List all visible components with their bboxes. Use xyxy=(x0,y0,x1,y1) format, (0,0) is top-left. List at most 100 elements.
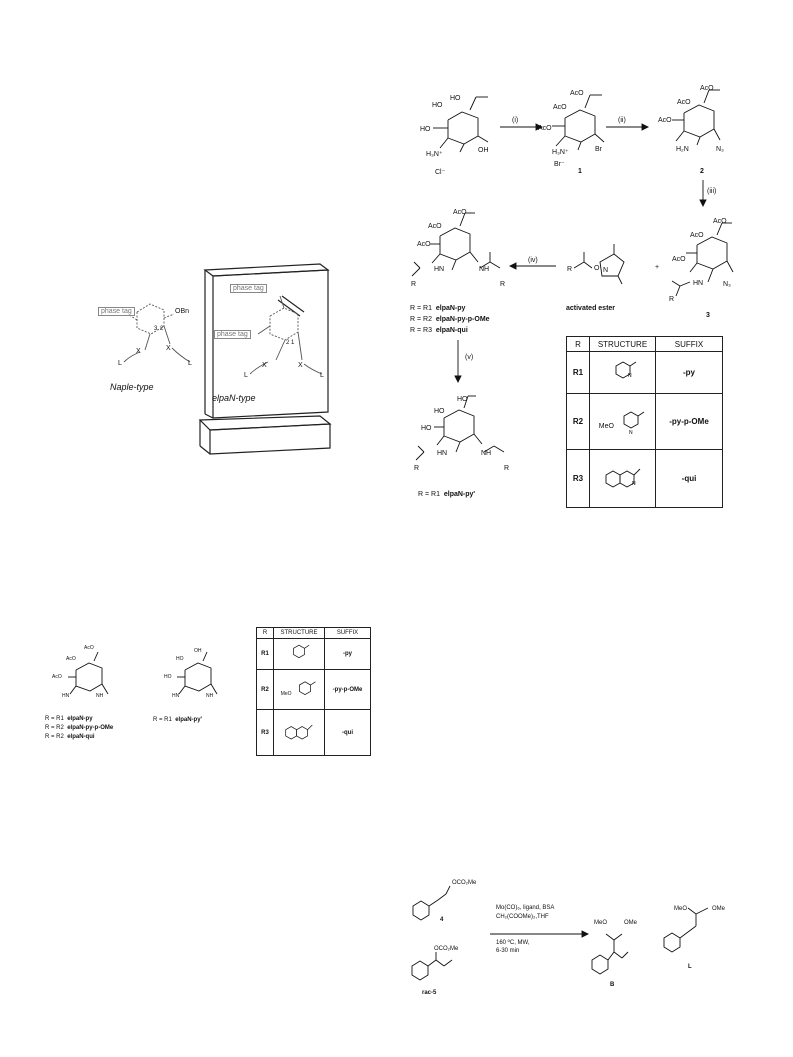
label-ho-5a: HO xyxy=(457,396,468,403)
bis-amide-ring xyxy=(411,212,501,277)
small-product-prefix: R = R1 xyxy=(153,717,172,723)
label-pos-3: 3 xyxy=(154,326,158,332)
label-l2: L xyxy=(188,360,192,367)
label-r-5a: R xyxy=(414,465,420,472)
label-l4: L xyxy=(320,372,324,379)
row-r3-structure: N xyxy=(589,449,656,508)
small-row-r2-meo: MeO xyxy=(280,690,292,697)
row-r2-suffix: -py-p-OMe xyxy=(655,393,723,450)
label-nh-4: NH xyxy=(479,266,490,273)
header-suffix: SUFFIX xyxy=(655,336,723,352)
quinoline-icon: N xyxy=(605,468,640,488)
r-line-2-name: elpaN-py-p-OMe xyxy=(435,316,490,323)
label-aco-3b: AcO xyxy=(690,232,704,239)
step-label-iii: (iii) xyxy=(707,188,717,195)
small-r-line-1-prefix: R = R1 xyxy=(45,716,64,722)
small-label-nh: NH xyxy=(96,693,104,699)
small-row-r3-label: R3 xyxy=(256,709,274,756)
label-pos-1: 1 xyxy=(291,340,295,346)
label-aco-3c: AcO xyxy=(672,256,686,263)
product-l-structure xyxy=(663,907,709,953)
table-row: R2 MeO N -py-p-OMe xyxy=(566,393,723,450)
row-r2-label: R2 xyxy=(566,393,590,450)
pyridine-icon: N xyxy=(615,360,636,379)
step-label-ii: (ii) xyxy=(618,117,626,124)
label-x2: X xyxy=(166,345,171,352)
compound-4-structure xyxy=(412,885,451,921)
r-line-3-prefix: R = R3 xyxy=(410,327,432,334)
naple-arms xyxy=(123,325,191,363)
label-r-3: R xyxy=(669,296,675,303)
pyridine-icon xyxy=(293,644,310,659)
counter-ion-cl: Cl⁻ xyxy=(435,169,446,176)
step-label-iv: (iv) xyxy=(528,257,538,264)
quinoline-icon xyxy=(285,724,313,739)
label-nh-5: NH xyxy=(481,450,492,457)
label-ho-top: HO xyxy=(450,95,461,102)
label-h3n-1: H₃N⁺ xyxy=(552,149,569,156)
compound-3-ring xyxy=(671,222,734,297)
label-aco-4a: AcO xyxy=(453,209,467,216)
small-r-line-3-prefix: R = R2 xyxy=(45,734,64,740)
label-oh: OH xyxy=(478,147,489,154)
label-aco-2c: AcO xyxy=(658,117,672,124)
label-aco-3a: AcO xyxy=(713,218,727,225)
naple-type-label: Naple-type xyxy=(110,382,154,392)
label-hn-5: HN xyxy=(437,450,448,457)
small-r-line-1-name: elpaN-py xyxy=(67,716,93,722)
small-row-r2-suffix: -py-p-OMe xyxy=(324,669,371,710)
small-row-r1-suffix: -py xyxy=(324,638,371,670)
conditions-line-1: Mo(CO)₆, ligand, BSA xyxy=(496,905,555,911)
conditions-line-2: CH₂(COOMe)₂,THF xyxy=(496,914,549,920)
r-line-1-prefix: R = R1 xyxy=(410,305,432,312)
label-h3n: H₃N⁺ xyxy=(426,151,443,158)
small-bis-amide-ring xyxy=(68,651,109,695)
label-aco-4b: AcO xyxy=(428,223,442,230)
header-structure: STRUCTURE xyxy=(589,336,656,352)
label-x3: X xyxy=(262,362,267,369)
small-label-aco-b: AcO xyxy=(66,656,76,662)
table-row: R3 N -qui xyxy=(566,449,723,508)
small-row-r2-label: R2 xyxy=(256,669,274,710)
label-br: Br xyxy=(595,146,602,153)
svg-text:N: N xyxy=(628,373,632,379)
small-r-line-2-prefix: R = R2 xyxy=(45,725,64,731)
product-name: elpaN-py' xyxy=(443,491,476,498)
label-ho-left: HO xyxy=(420,126,431,133)
compound-2-label: 2 xyxy=(700,168,704,175)
label-r-5b: R xyxy=(504,465,510,472)
rac5-label: rac-5 xyxy=(422,990,437,996)
label-n3-3: N₃ xyxy=(723,281,731,288)
label-ho-5b: HO xyxy=(434,408,445,415)
small-row-r3-structure xyxy=(273,709,325,756)
small-row-r2-structure: MeO xyxy=(273,669,325,710)
methoxypyridine-icon xyxy=(299,680,316,695)
r-line-2: R = R2 elpaN-py-p-OMe xyxy=(410,316,490,323)
row-r1-label: R1 xyxy=(566,351,590,394)
conditions-line-4: 6-30 min xyxy=(496,948,520,954)
small-label-hn-2: HN xyxy=(172,693,180,699)
small-label-aco-c: AcO xyxy=(52,674,62,680)
small-r-line-1: R = R1 elpaN-py xyxy=(45,716,93,722)
label-h2n: H₂N xyxy=(676,146,689,153)
small-label-oh-a: OH xyxy=(194,648,202,654)
label-aco-2b: AcO xyxy=(677,99,691,106)
activated-ester-structure xyxy=(573,244,625,285)
glucosamine-ring xyxy=(433,96,489,153)
svg-text:N: N xyxy=(629,430,633,436)
rac5-structure xyxy=(411,952,453,981)
label-hn-3: HN xyxy=(693,280,704,287)
table-row: R2 MeO -py-p-OMe xyxy=(256,669,371,710)
label-ho-5c: HO xyxy=(421,425,432,432)
rac5-group: OCO₂Me xyxy=(434,946,459,952)
label-n-ester: N xyxy=(603,267,609,274)
small-product-name: elpaN-py' xyxy=(175,717,202,723)
r-line-2-prefix: R = R2 xyxy=(410,316,432,323)
small-product-line: R = R1 elpaN-py' xyxy=(153,717,202,723)
label-x1: X xyxy=(136,348,141,355)
step-label-v: (v) xyxy=(465,354,474,361)
row-r3-suffix: -qui xyxy=(655,449,723,508)
label-x4: X xyxy=(298,362,303,369)
label-r-ester: R xyxy=(567,266,573,273)
